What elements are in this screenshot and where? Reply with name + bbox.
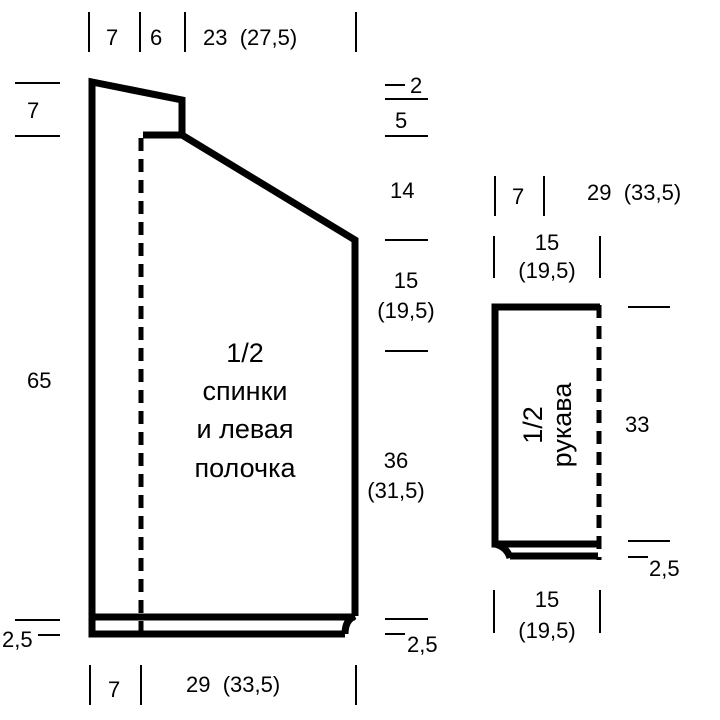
dim-label: 2: [410, 73, 422, 98]
sleeve-outline: [491, 303, 602, 560]
sleeve-title: 1/2 рукава: [518, 382, 577, 468]
dim-label: 6: [150, 25, 162, 50]
back-piece-outline: [88, 77, 359, 638]
dim-label: 65: [27, 368, 51, 393]
dim-label: 2,5: [407, 632, 438, 657]
dim-label: 7: [106, 25, 118, 50]
dim-label: 29 (33,5): [587, 180, 681, 205]
title-line: и левая: [196, 414, 293, 444]
dim-label: 33: [625, 412, 649, 437]
title-line: спинки: [202, 376, 287, 406]
dim-label: 7: [27, 98, 39, 123]
dim-label: (19,5): [518, 258, 575, 283]
title-line: полочка: [194, 453, 296, 483]
back-top-dimensions: 7 6 23 (27,5): [88, 12, 357, 52]
back-piece-title: 1/2 спинки и левая полочка: [194, 338, 296, 483]
back-left-dimensions: 7 65 2,5: [2, 82, 60, 652]
dim-label: 15: [535, 587, 559, 612]
dim-label: 7: [108, 677, 120, 702]
back-bottom-dimensions: 7 29 (33,5): [89, 665, 357, 705]
dim-label: (31,5): [367, 478, 424, 503]
title-line: 1/2: [518, 406, 548, 444]
dim-label: 15: [394, 268, 418, 293]
dim-label: 29 (33,5): [186, 672, 280, 697]
title-line: рукава: [547, 382, 577, 468]
dim-label: 7: [512, 184, 524, 209]
dim-label: 14: [390, 178, 414, 203]
dim-label: 15: [535, 230, 559, 255]
dim-label: 2,5: [649, 556, 680, 581]
dim-label: (19,5): [518, 618, 575, 643]
dim-label: 23 (27,5): [203, 25, 297, 50]
sleeve-dimensions: 7 29 (33,5) 15 (19,5) 33 2,5 15 (19,5): [493, 176, 681, 643]
title-line: 1/2: [226, 338, 264, 368]
dim-label: 5: [395, 108, 407, 133]
dim-label: (19,5): [377, 298, 434, 323]
back-right-dimensions: 2 5 14 15 (19,5) 36 (31,5) 2,5: [367, 73, 437, 657]
dim-label: 36: [384, 448, 408, 473]
dim-label: 2,5: [2, 627, 33, 652]
